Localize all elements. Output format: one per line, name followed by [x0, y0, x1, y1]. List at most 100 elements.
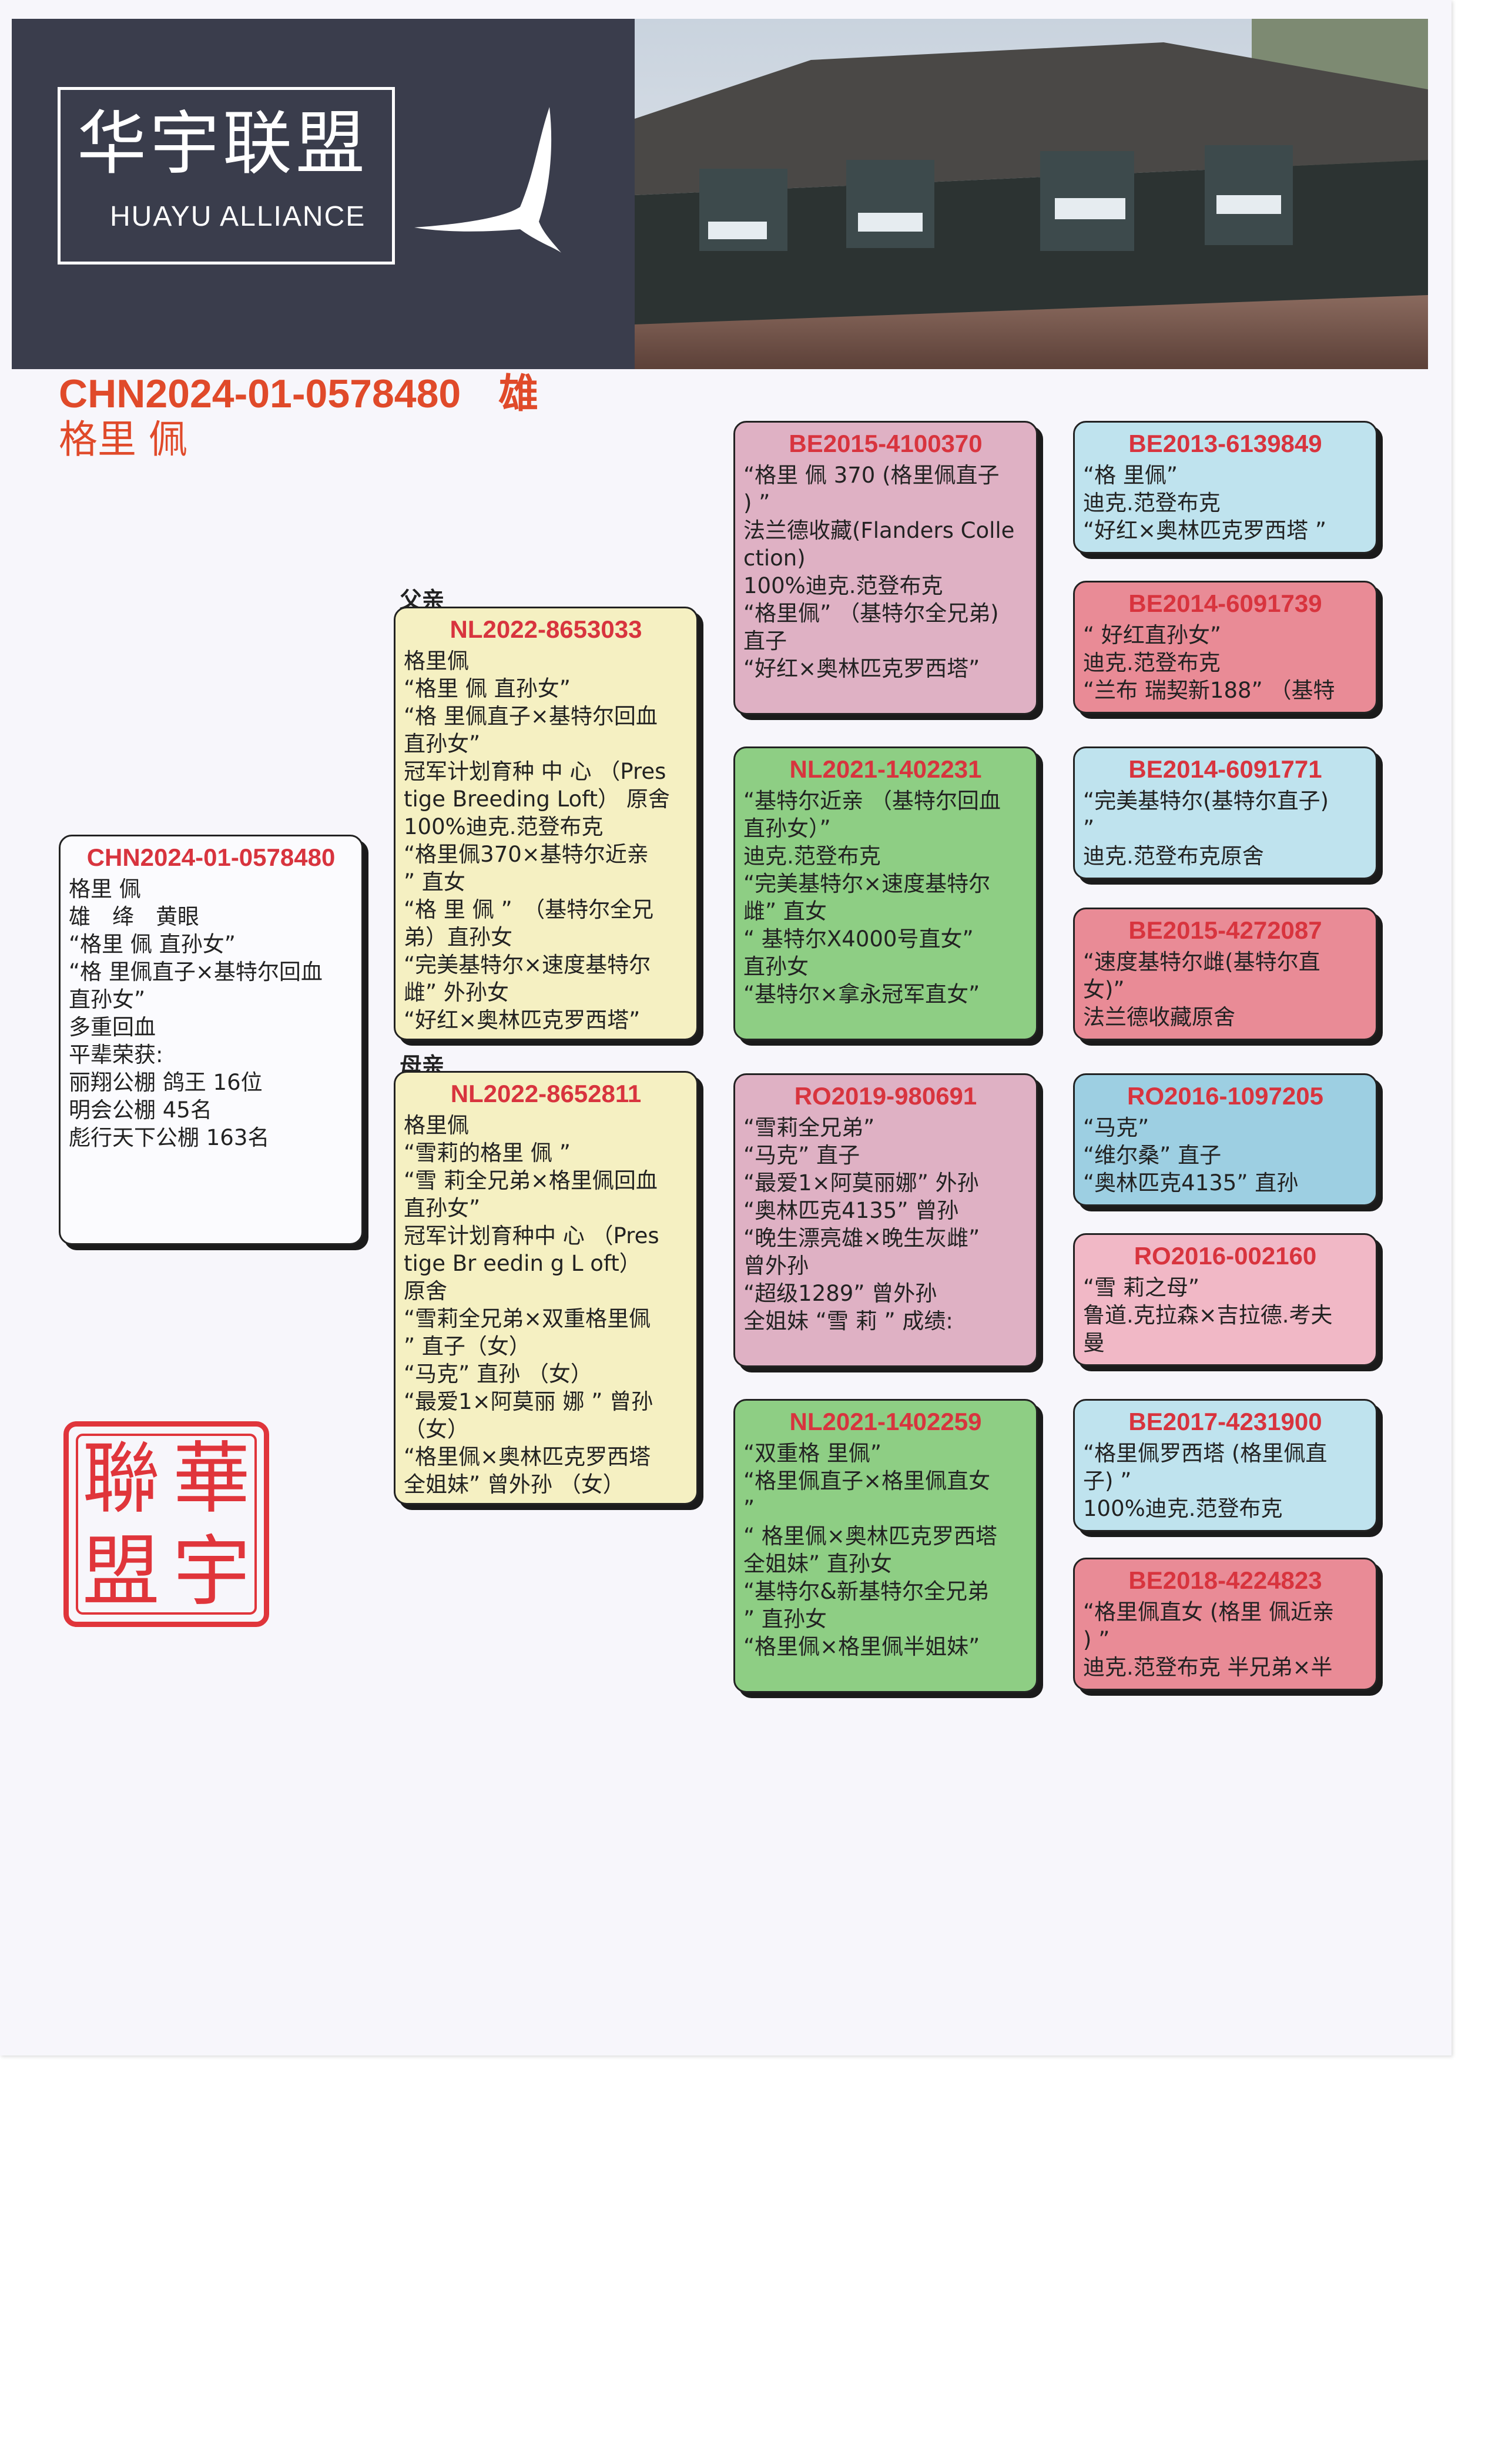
card-line: 100%迪克.范登布克: [1083, 1496, 1283, 1521]
card-line: “格 里 佩 ” （基特尔全兄: [404, 897, 654, 922]
card-line: “ 基特尔X4000号直女”: [743, 926, 974, 952]
card-line: “完美基特尔(基特尔直子): [1083, 788, 1329, 813]
card-line: ” 直女: [404, 869, 465, 895]
card-line: 弟）直孙女: [404, 925, 512, 950]
card-line: “ 好红直孙女”: [1083, 622, 1222, 648]
card-line: 迪克.范登布克 半兄弟×半: [1083, 1655, 1333, 1680]
card-line: 全姐妹 “雪 莉 ” 成绩:: [743, 1308, 953, 1334]
card-line: “马克” 直孙 （女）: [404, 1361, 592, 1387]
card-line: 格里佩: [404, 648, 469, 674]
card-line: “基特尔近亲 （基特尔回血: [743, 788, 1001, 813]
card-line: 直孙女: [743, 954, 809, 979]
grandparent-card: NL2021-1402259 “双重格 里佩” “格里佩直子×格里佩直女 ” “…: [733, 1399, 1038, 1693]
card-line: 100%迪克.范登布克: [404, 814, 604, 839]
card-line: “完美基特尔×速度基特尔: [743, 871, 991, 896]
card-line: ” 直子（女）: [404, 1334, 531, 1359]
card-line: ) ”: [1083, 1627, 1110, 1652]
card-line: “维尔桑” 直子: [1083, 1143, 1222, 1168]
card-line: “ 格里佩×奥林匹克罗西塔: [743, 1524, 997, 1549]
card-line: 直孙女”: [404, 1196, 481, 1221]
great-grandparent-card: BE2015-4272087 “速度基特尔雌(基特尔直 女)” 法兰德收藏原舍: [1073, 908, 1377, 1040]
card-id: NL2021-1402231: [789, 755, 982, 783]
card-line: “最爱1×阿莫丽娜” 外孙: [743, 1170, 979, 1196]
card-line: “格里佩直女 (格里 佩近亲: [1083, 1599, 1335, 1625]
card-line: “最爱1×阿莫丽 娜 ” 曾孙: [404, 1389, 653, 1414]
card-line: 多重回血: [69, 1015, 156, 1040]
card-line: “雪 莉全兄弟×格里佩回血: [404, 1168, 658, 1193]
card-line: “奥林匹克4135” 曾孙: [743, 1198, 959, 1223]
card-line: 法兰德收藏原舍: [1083, 1005, 1235, 1030]
card-line: 法兰德收藏(Flanders Colle: [743, 518, 1015, 543]
card-line: “格 里佩直子×基特尔回血: [404, 704, 658, 729]
card-line: 彪行天下公棚 163名: [69, 1125, 270, 1150]
card-line: 原舍: [404, 1278, 447, 1304]
card-line: 冠军计划育种 中 心 （Pres: [404, 759, 666, 784]
card-id: RO2019-980691: [794, 1082, 977, 1110]
card-id: NL2021-1402259: [789, 1408, 982, 1435]
great-grandparent-card: BE2014-6091739 “ 好红直孙女” 迪克.范登布克 “兰布 瑞契新1…: [1073, 581, 1377, 714]
subject-card: CHN2024-01-0578480 格里 佩 雄 绛 黄眼 “格里 佩 直孙女…: [59, 835, 363, 1245]
card-line: “马克” 直子: [743, 1143, 860, 1168]
loft-photo: [635, 19, 1428, 369]
card-line: 冠军计划育种中 心 （Pres: [404, 1223, 659, 1248]
card-line: “格里佩” （基特尔全兄弟): [743, 601, 999, 626]
pedigree-sheet: 华宇联盟 HUAYU ALLIANCE: [12, 19, 1428, 1693]
great-grandparent-card: BE2017-4231900 “格里佩罗西塔 (格里佩直 子) ” 100%迪克…: [1073, 1399, 1377, 1532]
stamp-char: 聯: [82, 1434, 160, 1524]
card-id: BE2013-6139849: [1128, 430, 1322, 457]
stamp-char: 盟: [82, 1526, 160, 1617]
logo-chinese-text: 华宇联盟: [77, 103, 369, 184]
card-id: NL2022-8653033: [450, 615, 642, 643]
logo: 华宇联盟 HUAYU ALLIANCE: [58, 87, 395, 265]
card-line: 直子: [743, 628, 787, 654]
card-line: tige Br eedin g L oft）: [404, 1251, 641, 1276]
card-id: BE2014-6091771: [1128, 755, 1322, 783]
subject-name: 格里 佩: [59, 417, 187, 462]
subject-ring-id: CHN2024-01-0578480: [59, 371, 461, 416]
grandparent-card: BE2015-4100370 “格里 佩 370 (格里佩直子 ) ” 法兰德收…: [733, 421, 1038, 715]
card-line: “兰布 瑞契新188” （基特: [1083, 678, 1335, 703]
card-line: 曾外孙: [743, 1253, 809, 1278]
card-line: “超级1289” 曾外孙: [743, 1281, 937, 1306]
card-line: “双重格 里佩”: [743, 1441, 882, 1466]
card-line: “好红×奥林匹克罗西塔”: [743, 656, 980, 681]
card-line: ction): [743, 545, 806, 571]
card-line: “雪莉全兄弟”: [743, 1115, 875, 1140]
grandparent-card: NL2021-1402231 “基特尔近亲 （基特尔回血 直孙女）” 迪克.范登…: [733, 746, 1038, 1040]
card-id: BE2014-6091739: [1128, 590, 1322, 617]
card-line: 雌” 直女: [743, 899, 827, 924]
card-line: “基特尔&新基特尔全兄弟: [743, 1579, 990, 1604]
alliance-seal-stamp: 華 宇 聯 盟: [63, 1421, 269, 1627]
subject-title: CHN2024-01-0578480 雄: [59, 370, 538, 417]
card-line: 直孙女”: [69, 987, 146, 1012]
card-line: 迪克.范登布克原舍: [1083, 843, 1264, 869]
card-line: （女）: [404, 1417, 469, 1442]
card-line: 全姐妹” 直孙女: [743, 1551, 892, 1576]
subject-sex: 雄: [498, 371, 539, 416]
card-id: BE2015-4100370: [789, 430, 983, 457]
card-line: 雄 绛 黄眼: [69, 904, 199, 929]
card-line: 明会公棚 45名: [69, 1097, 212, 1123]
card-line: “格里佩370×基特尔近亲: [404, 842, 649, 867]
great-grandparent-card: RO2016-1097205 “马克” “维尔桑” 直子 “奥林匹克4135” …: [1073, 1073, 1377, 1206]
card-line: 曼: [1083, 1330, 1105, 1355]
card-line: 格里佩: [404, 1113, 469, 1138]
card-line: “完美基特尔×速度基特尔: [404, 952, 651, 977]
card-line: “奥林匹克4135” 直孙: [1083, 1170, 1299, 1196]
card-line: 100%迪克.范登布克: [743, 573, 943, 598]
card-line: “雪 莉之母”: [1083, 1275, 1200, 1300]
logo-english-text: HUAYU ALLIANCE: [110, 201, 366, 232]
card-line: “格里佩直子×格里佩直女: [743, 1468, 991, 1494]
bird-logo-icon: [414, 107, 561, 253]
card-line: ” 直孙女: [743, 1606, 827, 1632]
card-line: 子) ”: [1083, 1468, 1132, 1494]
great-grandparent-card: BE2014-6091771 “完美基特尔(基特尔直子) ” 迪克.范登布克原舍: [1073, 746, 1377, 879]
stamp-char: 華: [173, 1434, 250, 1524]
card-line: 丽翔公棚 鸽王 16位: [69, 1070, 263, 1095]
card-line: ”: [1083, 816, 1095, 841]
card-line: 女)”: [1083, 977, 1125, 1002]
card-id: RO2016-1097205: [1127, 1082, 1323, 1110]
card-id: BE2015-4272087: [1128, 916, 1322, 944]
card-line: 雌” 外孙女: [404, 980, 509, 1005]
card-id: NL2022-8652811: [450, 1080, 642, 1107]
